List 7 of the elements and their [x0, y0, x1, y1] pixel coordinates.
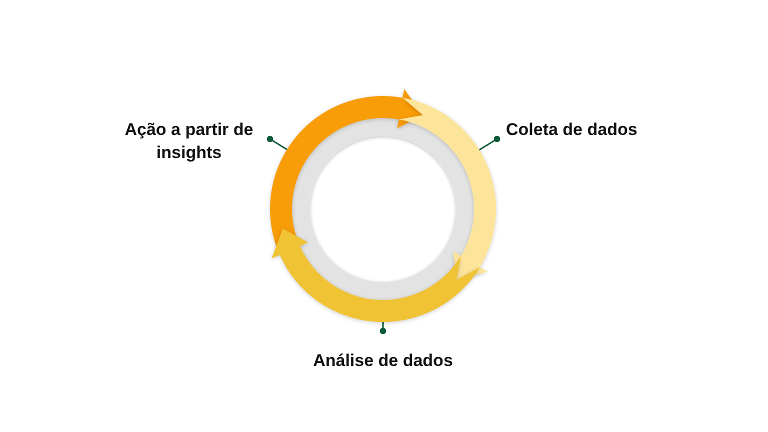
step-label: Análise de dados — [303, 349, 463, 372]
leader-line — [380, 322, 386, 334]
leader-line — [478, 136, 500, 151]
inner-ring — [292, 118, 474, 300]
step-label: Ação a partir de insights — [108, 118, 270, 164]
step-label: Coleta de dados — [506, 118, 666, 141]
leader-line — [266, 136, 288, 150]
